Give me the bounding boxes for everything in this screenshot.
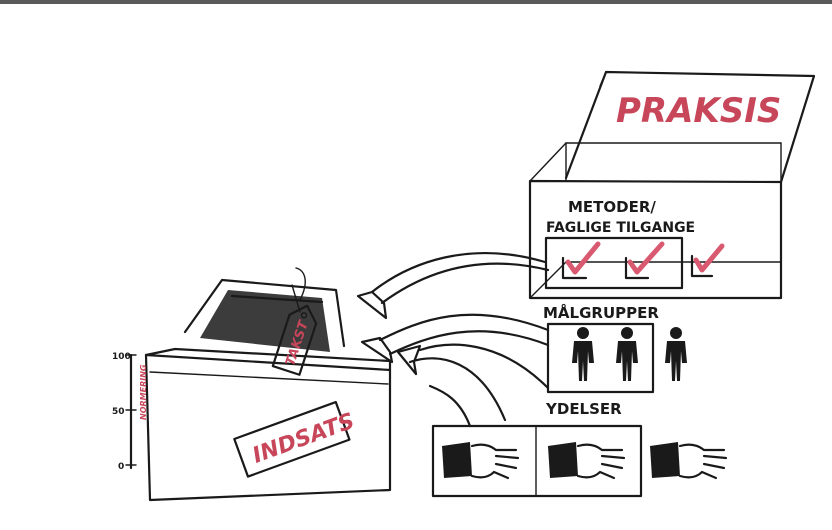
hand-icon xyxy=(548,442,626,480)
ydelser-frame xyxy=(431,424,643,498)
scale-top-value: 100 xyxy=(112,352,131,362)
person-icon xyxy=(616,327,638,381)
malgrupper-title: MÅLGRUPPER xyxy=(543,303,659,322)
metoder-title-line1: METODER/ xyxy=(568,198,656,216)
scale-bottom-value: 0 xyxy=(118,462,124,472)
checkbox-check-icon xyxy=(690,243,725,278)
arrow-icon xyxy=(360,313,550,364)
praksis-box: PRAKSIS xyxy=(528,70,816,300)
normering-label: NORMERING xyxy=(139,364,148,420)
indsats-box: INDSATS xyxy=(144,278,392,502)
person-icon xyxy=(665,327,687,381)
person-icon xyxy=(572,327,594,381)
malgrupper-frame xyxy=(546,322,655,394)
indsats-label: INDSATS xyxy=(249,409,358,469)
hand-icon xyxy=(442,442,520,480)
checkbox-check-icon xyxy=(624,241,665,280)
metoder-section: METODER/ FAGLIGE TILGANGE xyxy=(544,198,725,290)
ydelser-title: YDELSER xyxy=(545,400,622,418)
ydelser-section: YDELSER xyxy=(431,400,728,498)
malgrupper-section: MÅLGRUPPER xyxy=(543,303,687,394)
arrow-icon xyxy=(428,384,472,428)
metoder-frame xyxy=(544,236,684,290)
hand-icon xyxy=(650,442,728,480)
checkbox-check-icon xyxy=(561,241,601,280)
normering-scale: 100 50 0 NORMERING xyxy=(112,352,148,472)
arrow-icon xyxy=(356,251,550,320)
top-border xyxy=(0,0,832,4)
arrow-icon xyxy=(396,343,550,422)
praksis-label: PRAKSIS xyxy=(616,91,781,131)
metoder-title-line2: FAGLIGE TILGANGE xyxy=(546,220,695,236)
scale-mid-value: 50 xyxy=(112,407,125,417)
